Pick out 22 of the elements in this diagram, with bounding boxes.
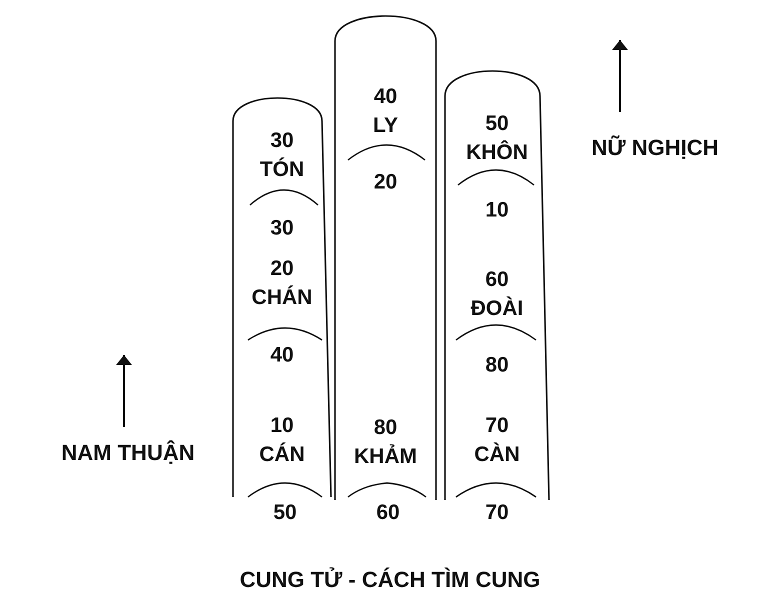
finger-text: 80 KHẢM: [354, 415, 417, 470]
finger-text: 20 CHÁN: [252, 256, 312, 311]
finger-text: 70 CÀN: [474, 413, 520, 468]
finger-text: 10 CÁN: [259, 413, 305, 468]
finger-text: 40: [270, 342, 294, 368]
finger-text: 80: [485, 352, 509, 378]
finger-text: 30: [270, 216, 294, 242]
finger-shape: [232, 97, 332, 497]
direction-label: NAM THUẬN: [61, 440, 195, 466]
finger-text: 40 LY: [373, 84, 398, 139]
finger-shape: [444, 70, 550, 500]
finger-text: 30 TÓN: [260, 128, 304, 183]
finger-number: 70: [485, 500, 509, 526]
finger-number: 50: [273, 500, 297, 526]
finger-shape: [334, 15, 437, 500]
finger-number: 60: [376, 500, 400, 526]
caption: CUNG TỬ - CÁCH TÌM CUNG: [240, 567, 540, 593]
finger-text: 20: [374, 170, 398, 196]
finger-text: 10: [485, 198, 509, 224]
finger-text: 50 KHÔN: [466, 111, 528, 166]
direction-label: NỮ NGHỊCH: [591, 135, 719, 161]
finger-text: 60 ĐOÀI: [470, 267, 524, 322]
